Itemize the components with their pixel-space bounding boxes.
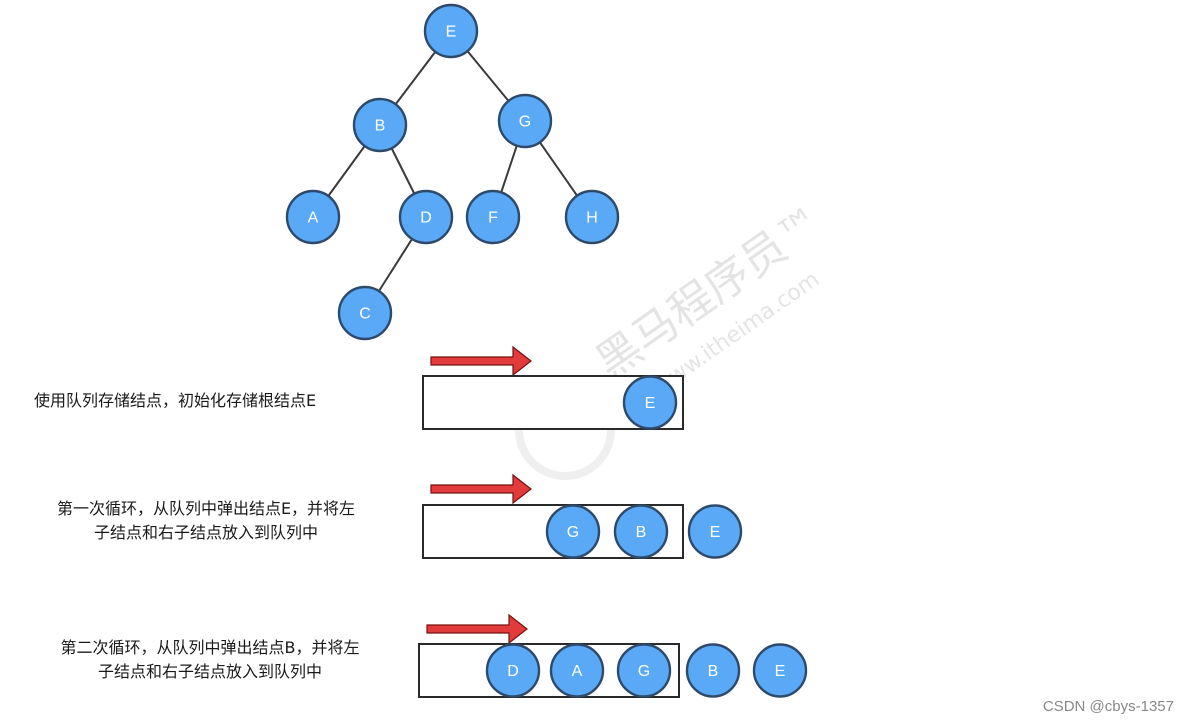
queue-step-2-popped-e-label: E (710, 524, 721, 541)
step-2-caption: 第一次循环，从队列中弹出结点E，并将左 子结点和右子结点放入到队列中 (26, 497, 386, 545)
step-3-caption-line-2: 子结点和右子结点放入到队列中 (97, 662, 322, 681)
queue-step-2-item-b: B (613, 504, 669, 559)
tree-node-b-circle (352, 97, 408, 153)
tree-edge-b-d (390, 147, 416, 195)
step-1-caption: 使用队列存储结点，初始化存储根结点E (34, 389, 394, 413)
queue-step-3-popped-e: E (752, 643, 808, 698)
tree-edge-e-b (394, 51, 437, 105)
queue-step-2-item-g-label: G (567, 524, 579, 541)
tree-node-b-label: B (375, 118, 386, 135)
tree-node-f: F (465, 189, 521, 245)
queue-step-2-popped-e-circle (687, 504, 743, 559)
queue-step-3-item-a-label: A (572, 663, 583, 680)
queue-step-3-item-a-circle (549, 643, 605, 698)
queue-step-2-arrow (430, 473, 532, 505)
queue-step-1: E (422, 345, 684, 430)
tree-edge-g-f (500, 145, 518, 193)
tree-node-a-label: A (308, 210, 319, 227)
queue-step-1-item-e: E (622, 375, 678, 430)
queue-step-1-item-e-circle (622, 375, 678, 430)
step-2-caption-line-2: 子结点和右子结点放入到队列中 (93, 523, 318, 542)
queue-step-3-item-g-label: G (638, 663, 650, 680)
queue-step-3-popped-b-circle (685, 643, 741, 698)
queue-step-2-item-g-circle (545, 504, 601, 559)
queue-step-1-item-e-label: E (645, 395, 656, 412)
queue-step-3-item-a: A (549, 643, 605, 698)
tree-node-b: B (352, 97, 408, 153)
queue-step-2-popped-e: E (687, 504, 743, 559)
tree-node-c: C (337, 285, 393, 341)
tree-nodes: E B G A D F H C (285, 3, 620, 341)
step-2-caption-line-1: 第一次循环，从队列中弹出结点E，并将左 (56, 499, 356, 518)
tree-node-e: E (423, 3, 479, 59)
tree-node-h-circle (564, 189, 620, 245)
csdn-credit: CSDN @cbys-1357 (1042, 698, 1174, 715)
queue-step-2-item-g: G (545, 504, 601, 559)
queue-step-3-popped-b-label: B (708, 663, 719, 680)
tree-edge-e-g (466, 50, 510, 102)
tree-edge-d-c (378, 238, 413, 292)
queue-step-3-arrow (426, 613, 528, 645)
queue-step-3-popped-e-label: E (775, 663, 786, 680)
tree-node-h: H (564, 189, 620, 245)
tree-node-d: D (398, 189, 454, 245)
tree-node-a-circle (285, 189, 341, 245)
step-3-caption-line-1: 第二次循环，从队列中弹出结点B，并将左 (60, 638, 360, 657)
tree-node-h-label: H (586, 210, 598, 227)
queue-step-3-popped-e-circle (752, 643, 808, 698)
tree-edge-g-h (539, 141, 578, 197)
queue-step-2-item-b-label: B (636, 524, 647, 541)
tree-node-f-label: F (488, 210, 498, 227)
tree-node-e-circle (423, 3, 479, 59)
tree-node-g-circle (497, 93, 553, 149)
tree-edge-b-a (327, 145, 366, 197)
tree-node-g: G (497, 93, 553, 149)
tree-node-a: A (285, 189, 341, 245)
tree-node-d-circle (398, 189, 454, 245)
queue-step-3-item-g-circle (616, 643, 672, 698)
queue-step-3-item-d: D (485, 643, 541, 698)
tree-node-g-label: G (519, 114, 531, 131)
queue-step-2-item-b-circle (613, 504, 669, 559)
step-3-caption: 第二次循环，从队列中弹出结点B，并将左 子结点和右子结点放入到队列中 (30, 636, 390, 684)
queue-step-3-popped-b: B (685, 643, 741, 698)
queue-step-3-item-d-label: D (507, 663, 519, 680)
tree-node-f-circle (465, 189, 521, 245)
step-1-caption-line-1: 使用队列存储结点，初始化存储根结点E (34, 391, 317, 410)
tree-node-c-label: C (359, 306, 371, 323)
tree-node-d-label: D (420, 210, 432, 227)
queue-steps: E G B E D A G B E (418, 345, 808, 698)
queue-step-1-arrow (430, 345, 532, 377)
queue-step-3-item-g: G (616, 643, 672, 698)
tree-node-e-label: E (446, 24, 457, 41)
tree-edges (327, 50, 578, 292)
queue-step-3-item-d-circle (485, 643, 541, 698)
tree-node-c-circle (337, 285, 393, 341)
